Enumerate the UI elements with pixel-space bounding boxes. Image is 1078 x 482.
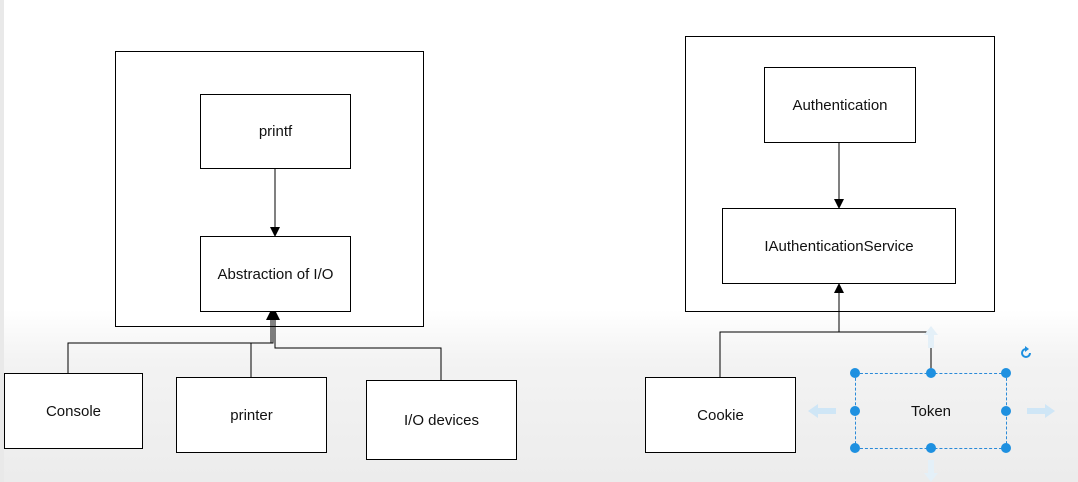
resize-handle-left[interactable] — [850, 406, 860, 416]
hint-arrow-left-icon[interactable] — [808, 404, 836, 418]
resize-handle-right[interactable] — [1001, 406, 1011, 416]
token-node[interactable]: Token — [855, 373, 1007, 449]
hint-arrow-right-icon[interactable] — [1027, 404, 1055, 418]
token-label: Token — [910, 402, 952, 420]
authentication-label: Authentication — [792, 96, 888, 114]
canvas-edge — [0, 0, 4, 482]
authentication-node[interactable]: Authentication — [764, 67, 916, 143]
cookie-label: Cookie — [697, 406, 744, 424]
io-devices-label: I/O devices — [403, 411, 480, 429]
hint-arrow-down-icon[interactable] — [924, 460, 938, 482]
token-to-service-arrow — [839, 331, 932, 373]
resize-handle-bottom[interactable] — [926, 443, 936, 453]
resize-handle-bottom-left[interactable] — [850, 443, 860, 453]
iauthenticationservice-label: IAuthenticationService — [764, 237, 914, 255]
resize-handle-top-right[interactable] — [1001, 368, 1011, 378]
resize-handle-top-left[interactable] — [850, 368, 860, 378]
console-label: Console — [45, 402, 102, 420]
iauthenticationservice-node[interactable]: IAuthenticationService — [722, 208, 956, 284]
resize-handle-top[interactable] — [926, 368, 936, 378]
printf-label: printf — [258, 123, 293, 140]
hint-arrow-up-icon[interactable] — [924, 326, 938, 348]
console-node[interactable]: Console — [4, 373, 143, 449]
io-devices-node[interactable]: I/O devices — [366, 380, 517, 460]
abstraction-io-node[interactable]: Abstraction of I/O — [200, 236, 351, 312]
abstraction-io-label: Abstraction of I/O — [217, 265, 334, 283]
printf-node[interactable]: printf — [200, 94, 351, 169]
resize-handle-bottom-right[interactable] — [1001, 443, 1011, 453]
printer-label: printer — [230, 406, 273, 424]
rotate-icon[interactable] — [1019, 346, 1033, 360]
printer-node[interactable]: printer — [176, 377, 327, 453]
cookie-node[interactable]: Cookie — [645, 377, 796, 453]
